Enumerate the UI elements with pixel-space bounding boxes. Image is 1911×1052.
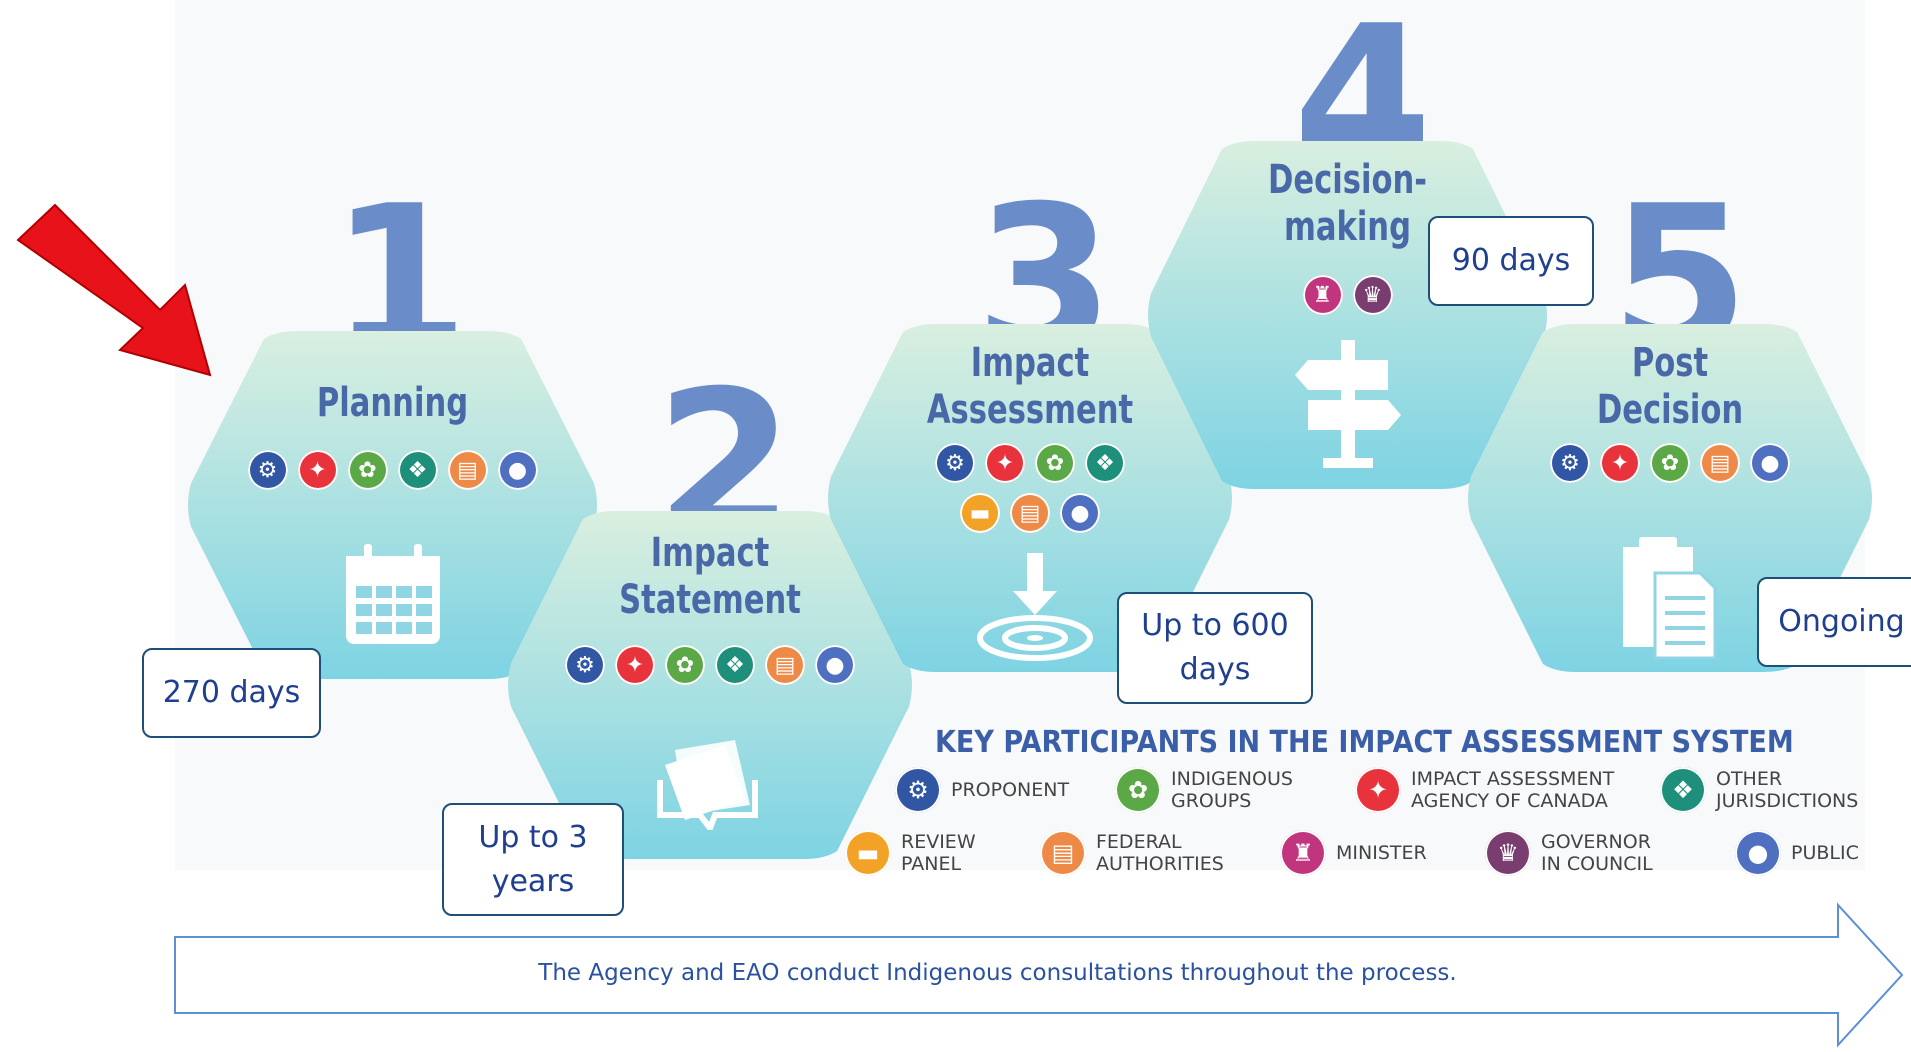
duration-box: 90 days [1428, 216, 1594, 306]
duration-box: Up to 3 years [442, 803, 624, 916]
legend-item-proponent: ⚙ PROPONENT [895, 767, 1069, 813]
feather-icon: ✿ [1035, 443, 1075, 483]
stage-title: Statement [619, 577, 801, 623]
duration-text: Up to 3 [478, 819, 588, 855]
duration-text: Ongoing [1778, 604, 1905, 639]
document-search-icon: ▤ [1010, 493, 1050, 533]
gear-icon: ⚙ [247, 450, 288, 490]
legend-title: KEY PARTICIPANTS IN THE IMPACT ASSESSMEN… [935, 725, 1794, 760]
stage-title: Planning [316, 380, 469, 426]
legend-item-review: ▬ REVIEW PANEL [845, 830, 976, 876]
stage-title: Decision- [1268, 157, 1427, 203]
legend-item-federal: ▤ FEDERAL AUTHORITIES [1040, 830, 1224, 876]
parliament-tower-icon: ♜ [1302, 275, 1343, 315]
legend-item-minister: ♜ MINISTER [1280, 830, 1427, 876]
people-icon: ● [1060, 493, 1100, 533]
maple-leaf-icon: ✦ [1600, 443, 1640, 483]
stage-hexagon: Planning ⚙✦✿❖▤● [185, 325, 600, 685]
legend-item-governor: ♛ GOVERNOR IN COUNCIL [1485, 830, 1653, 876]
red-pointer-arrow-icon [16, 203, 212, 377]
document-search-icon: ▤ [765, 645, 805, 685]
legend-item-other: ❖ OTHER JURISDICTIONS [1660, 767, 1858, 813]
gear-icon: ⚙ [565, 645, 605, 685]
duration-text: days [1179, 652, 1251, 687]
maple-leaf-icon: ✦ [1355, 767, 1401, 813]
gear-icon: ⚙ [895, 767, 941, 813]
network-icon: ❖ [1085, 443, 1125, 483]
duration-text: 270 days [162, 675, 301, 710]
legend-label: OTHER JURISDICTIONS [1716, 768, 1859, 812]
people-icon: ● [1750, 443, 1790, 483]
crown-icon: ♛ [1485, 830, 1531, 876]
network-icon: ❖ [715, 645, 755, 685]
maple-leaf-icon: ✦ [615, 645, 655, 685]
legend-item-agency: ✦ IMPACT ASSESSMENT AGENCY OF CANADA [1355, 767, 1614, 813]
stage-title: Post [1631, 340, 1709, 386]
legend-label: MINISTER [1336, 842, 1427, 864]
legend-item-public: ● PUBLIC [1735, 830, 1859, 876]
maple-leaf-icon: ✦ [985, 443, 1025, 483]
people-icon: ● [815, 645, 855, 685]
gear-icon: ⚙ [1550, 443, 1590, 483]
legend-label: REVIEW PANEL [901, 831, 976, 875]
review-panel-icon: ▬ [960, 493, 1000, 533]
legend-label: PUBLIC [1791, 842, 1859, 864]
process-arrow-banner [174, 902, 1904, 1048]
people-icon: ● [497, 450, 538, 490]
participant-icon-row: ⚙✦✿❖▤● [505, 645, 915, 685]
review-panel-icon: ▬ [845, 830, 891, 876]
document-search-icon: ▤ [447, 450, 488, 490]
stage-title: making [1283, 204, 1411, 250]
legend-label: PROPONENT [951, 779, 1070, 801]
document-search-icon: ▤ [1700, 443, 1740, 483]
duration-box: Ongoing [1757, 577, 1911, 667]
participant-icon-row: ⚙✦✿▤● [1465, 443, 1875, 483]
people-icon: ● [1735, 830, 1781, 876]
participant-icon-row: ⚙✦✿❖ [825, 443, 1235, 483]
duration-text: years [491, 863, 575, 899]
stage-title: Impact [650, 530, 770, 576]
duration-box: Up to 600 days [1117, 592, 1313, 704]
legend-label: GOVERNOR IN COUNCIL [1541, 831, 1653, 875]
stage-title: Impact [970, 340, 1090, 386]
participant-icon-row: ♜♛ [1145, 275, 1550, 315]
gear-icon: ⚙ [935, 443, 975, 483]
feather-icon: ✿ [665, 645, 705, 685]
stage-title: Assessment [926, 387, 1134, 433]
stage-title: Decision [1596, 387, 1744, 433]
maple-leaf-icon: ✦ [297, 450, 338, 490]
legend-label: FEDERAL AUTHORITIES [1096, 831, 1224, 875]
legend-label: INDIGENOUS GROUPS [1171, 768, 1293, 812]
participant-icon-row: ▬▤● [825, 493, 1235, 533]
duration-text: Up to 600 [1141, 608, 1289, 643]
network-icon: ❖ [1660, 767, 1706, 813]
network-icon: ❖ [397, 450, 438, 490]
legend-label: IMPACT ASSESSMENT AGENCY OF CANADA [1411, 768, 1615, 812]
document-search-icon: ▤ [1040, 830, 1086, 876]
feather-icon: ✿ [1115, 767, 1161, 813]
legend-item-indigenous: ✿ INDIGENOUS GROUPS [1115, 767, 1293, 813]
feather-icon: ✿ [347, 450, 388, 490]
participant-icon-row: ⚙✦✿❖▤● [185, 450, 600, 490]
parliament-tower-icon: ♜ [1280, 830, 1326, 876]
duration-text: 90 days [1451, 243, 1571, 278]
feather-icon: ✿ [1650, 443, 1690, 483]
crown-icon: ♛ [1352, 275, 1393, 315]
duration-box: 270 days [142, 648, 321, 738]
banner-text: The Agency and EAO conduct Indigenous co… [538, 960, 1457, 986]
